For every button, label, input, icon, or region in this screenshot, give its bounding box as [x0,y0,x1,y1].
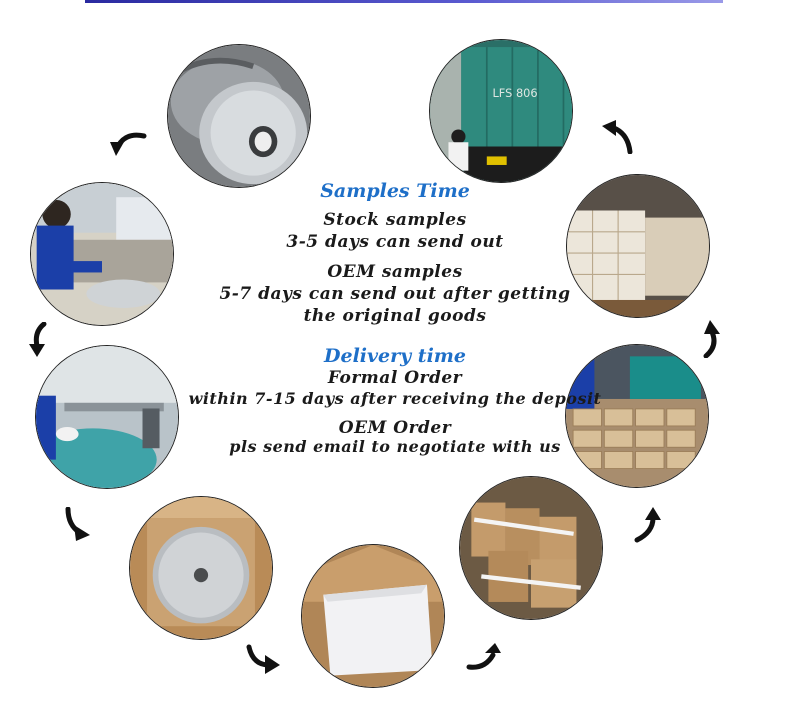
oem-order-desc: pls send email to negotiate with us [229,437,561,456]
photo-blade-boxed [130,497,272,639]
stock-samples-title: Stock samples [323,210,467,230]
curved-arrow-icon [110,132,147,156]
flow-arrow-7 [698,318,724,358]
curved-arrow-icon [602,120,633,154]
flow-arrow-4 [245,643,281,675]
flow-arrow-1 [108,128,148,158]
oem-samples-desc-2: the original goods [303,306,487,326]
curved-arrow-icon [703,320,720,358]
samples-heading: Samples Time [320,180,470,202]
photo-truck-loading: LFS 806 [430,40,572,182]
pallet-cartons-image [567,175,709,317]
truck-loading-image: LFS 806 [430,40,572,182]
strapped-cartons-image [460,477,602,619]
curved-arrow-icon [29,322,47,357]
truck-plate-text: LFS 806 [492,86,537,100]
blade-stock-image [168,45,310,187]
photo-carton-rows [566,345,708,487]
curved-arrow-icon [246,644,280,674]
formal-order-title: Formal Order [327,368,463,388]
photo-blade-stock [168,45,310,187]
stock-samples-desc: 3-5 days can send out [286,232,504,252]
oem-samples-title: OEM samples [327,262,463,282]
flow-arrow-5 [465,643,503,673]
photo-pallet-cartons [567,175,709,317]
white-box-image [302,545,444,687]
formal-order-desc: within 7-15 days after receiving the dep… [188,389,602,408]
curved-arrow-icon [466,643,501,670]
top-divider-bar [85,0,723,3]
flow-arrow-6 [631,506,661,544]
oem-samples-desc-1: 5-7 days can send out after getting [219,284,571,304]
delivery-heading: Delivery time [324,345,466,367]
carton-rows-image [566,345,708,487]
blade-boxed-image [130,497,272,639]
flow-arrow-8 [600,118,634,154]
curved-arrow-icon [634,507,661,543]
photo-strapped-cartons [460,477,602,619]
curved-arrow-icon [65,507,90,541]
photo-white-box [302,545,444,687]
flow-arrow-3 [62,507,92,543]
oem-order-title: OEM Order [338,418,452,438]
flow-arrow-2 [28,322,54,358]
